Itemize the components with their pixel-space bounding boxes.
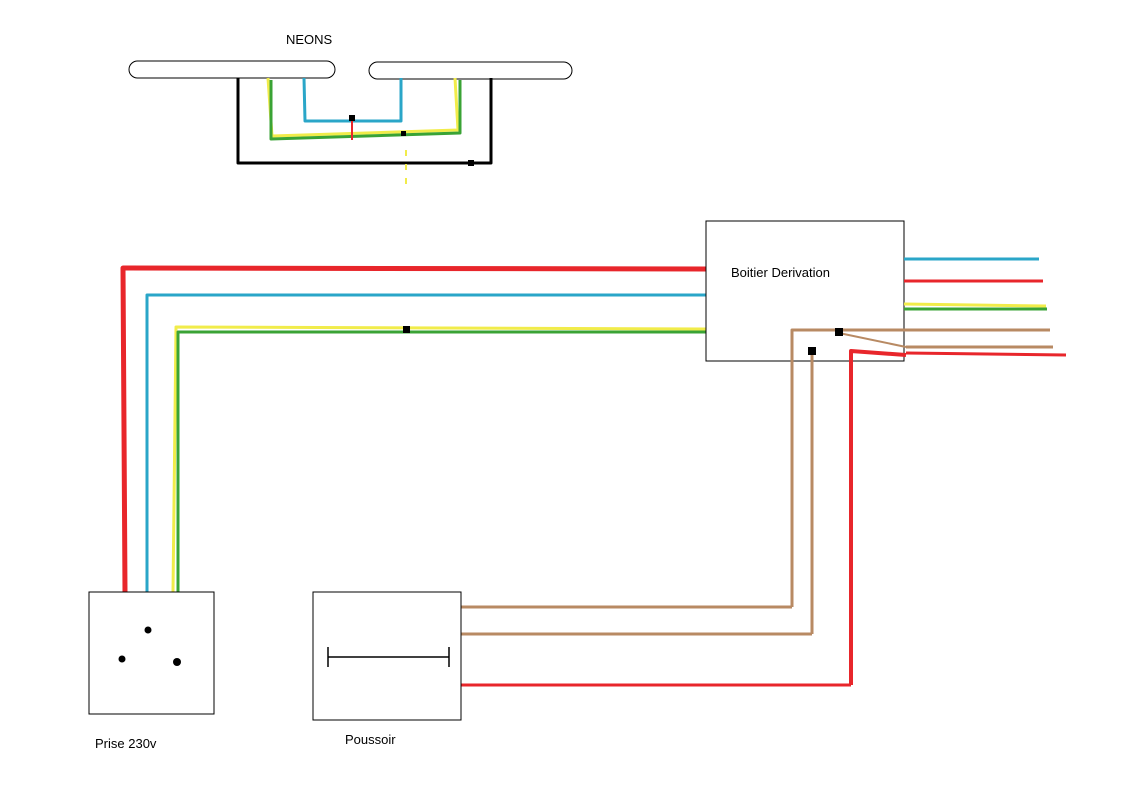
prise-label: Prise 230v xyxy=(95,736,157,751)
junction-dot xyxy=(835,328,843,336)
neon-wiring xyxy=(236,77,493,185)
junction-dot xyxy=(403,326,410,333)
poussoir-label: Poussoir xyxy=(345,732,396,747)
neon-earth-green xyxy=(269,80,462,141)
neon-earth-yellow xyxy=(266,77,460,138)
socket: Prise 230v xyxy=(88,591,215,751)
earth-wire-yellow-main xyxy=(171,325,707,593)
out-phase-2 xyxy=(905,351,1067,357)
outgoing-wires xyxy=(903,257,1067,357)
socket-pin xyxy=(118,655,126,663)
neon-black-wire xyxy=(236,78,493,165)
junction-box: Boitier Derivation xyxy=(705,220,905,362)
neon-neutral-wire xyxy=(302,77,403,123)
phase-to-switch xyxy=(849,349,907,685)
control-wire-1 xyxy=(790,328,904,607)
earth-wire-green-main xyxy=(176,330,708,592)
poussoir-box xyxy=(312,591,462,721)
neons-label: NEONS xyxy=(286,32,333,47)
boitier-derivation-box xyxy=(705,220,905,362)
phase-wire-main xyxy=(120,265,709,593)
junction-dot xyxy=(349,115,355,121)
junction-dot xyxy=(468,160,474,166)
prise-box xyxy=(88,591,215,715)
boitier-label: Boitier Derivation xyxy=(731,265,830,280)
junction-dot xyxy=(401,131,406,136)
control-diagonal xyxy=(838,332,907,348)
push-button: Poussoir xyxy=(312,591,462,747)
box-internal-wiring xyxy=(790,328,907,685)
switch-wires xyxy=(461,605,851,687)
main-feeds xyxy=(120,265,709,593)
neon-tubes: NEONS xyxy=(128,32,573,80)
out-earth-yellow xyxy=(903,302,1047,308)
socket-pin xyxy=(144,626,152,634)
neutral-wire-main xyxy=(145,293,707,592)
neon-tube-left xyxy=(128,60,336,79)
neon-tube-right xyxy=(368,61,573,80)
junction-dot xyxy=(808,347,816,355)
socket-pin xyxy=(173,658,181,666)
